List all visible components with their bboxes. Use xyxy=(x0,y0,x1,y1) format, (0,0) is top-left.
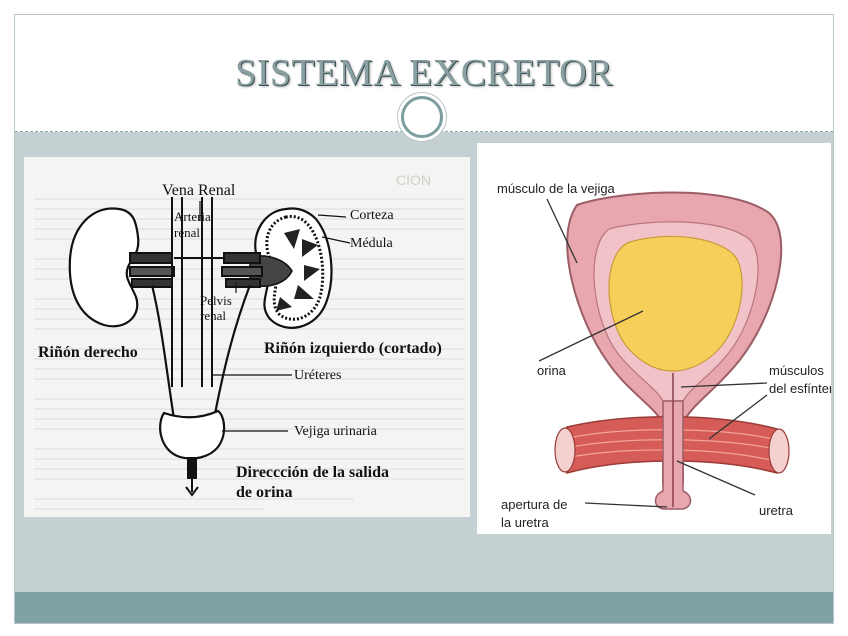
urethra xyxy=(187,457,197,479)
label-pelvis-renal: renal xyxy=(200,308,226,323)
footer-bar xyxy=(15,592,833,623)
label-musculos-line2: del esfínter xyxy=(769,381,831,396)
label-rinon-derecho: Riñón derecho xyxy=(38,344,138,361)
left-ureter xyxy=(212,284,252,420)
label-corteza: Corteza xyxy=(350,208,394,223)
right-ureter xyxy=(150,284,176,420)
label-medula: Médula xyxy=(350,236,394,251)
label-vejiga-urinaria: Vejiga urinaria xyxy=(294,424,378,439)
kidney-cortex xyxy=(265,215,325,321)
label-vena-renal: Vena Renal xyxy=(162,182,236,199)
label-apertura-line1: apertura de xyxy=(501,497,568,512)
label-leader-lines xyxy=(199,201,351,432)
muscle-end-right xyxy=(768,428,790,474)
label-direccion-line1: Direccción de la salida xyxy=(236,464,389,481)
label-apertura-line2: la uretra xyxy=(501,515,549,530)
urine xyxy=(608,235,743,372)
urinary-bladder xyxy=(159,409,226,460)
kidney-medulla xyxy=(276,229,320,311)
label-rinon-izquierdo: Riñón izquierdo (cortado) xyxy=(264,340,442,357)
right-renal-vessels xyxy=(129,252,175,288)
muscle-end-left xyxy=(554,427,576,473)
urinary-system-diagram: CION xyxy=(24,157,470,517)
label-orina: orina xyxy=(537,363,567,378)
background-heading: CION xyxy=(396,172,431,188)
label-arteria-renal: renal xyxy=(174,225,200,240)
label-ureteres: Uréteres xyxy=(294,368,341,383)
slide-title: SISTEMA EXCRETOR xyxy=(235,52,613,94)
label-musculo-vejiga: músculo de la vejiga xyxy=(497,181,616,196)
left-renal-vessels xyxy=(221,252,263,288)
ring-ornament-icon xyxy=(401,96,443,138)
label-pelvis: Pelvis xyxy=(200,293,232,308)
bladder-figure: músculo de la vejiga orina músculos del … xyxy=(497,181,834,530)
label-musculos-line1: músculos xyxy=(769,363,824,378)
bladder-diagram: músculo de la vejiga orina músculos del … xyxy=(477,143,834,534)
label-arteria: Arteria xyxy=(174,209,211,224)
bladder-leader-lines xyxy=(538,198,768,508)
urinary-system-figure: CION xyxy=(34,172,464,510)
right-kidney xyxy=(68,207,140,328)
label-uretra: uretra xyxy=(759,503,794,518)
label-direccion-line2: de orina xyxy=(236,484,292,501)
urine-exit-arrow xyxy=(185,479,199,497)
great-vessels xyxy=(171,197,224,387)
